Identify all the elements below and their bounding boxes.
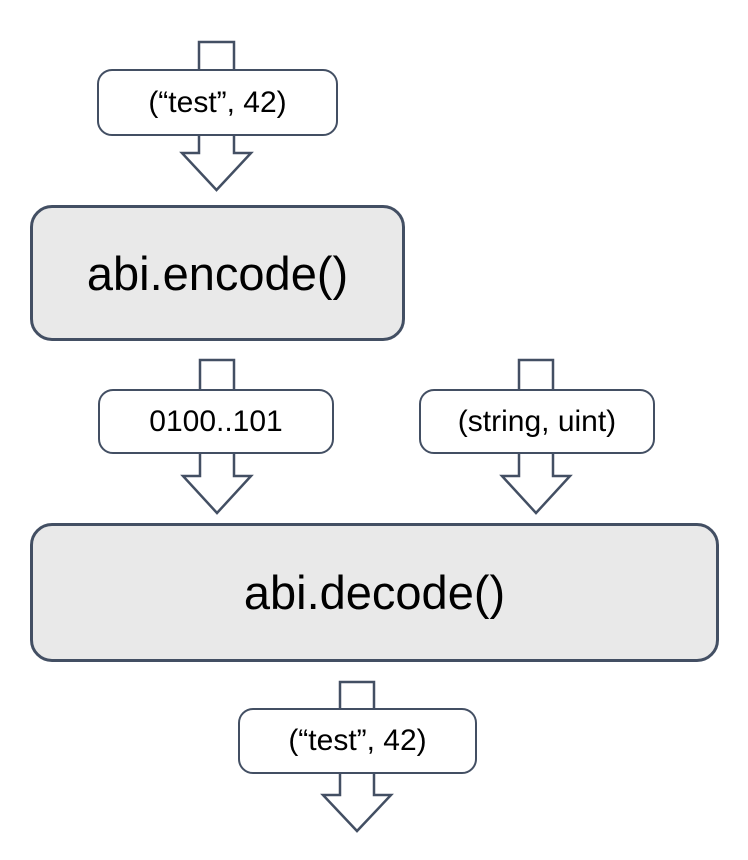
- node-input-tuple-label: (“test”, 42): [148, 85, 287, 119]
- node-output-tuple: (“test”, 42): [238, 708, 477, 774]
- node-abi-encode: abi.encode(): [30, 205, 405, 341]
- node-abi-encode-label: abi.encode(): [86, 246, 349, 300]
- node-abi-decode: abi.decode(): [30, 523, 719, 662]
- node-abi-decode-label: abi.decode(): [243, 566, 506, 619]
- node-encoded-bytes: 0100..101: [98, 389, 334, 454]
- node-output-tuple-label: (“test”, 42): [288, 724, 427, 757]
- node-type-tuple-label: (string, uint): [457, 404, 617, 438]
- node-input-tuple: (“test”, 42): [97, 69, 338, 136]
- node-encoded-bytes-label: 0100..101: [149, 404, 283, 438]
- node-type-tuple: (string, uint): [419, 389, 655, 454]
